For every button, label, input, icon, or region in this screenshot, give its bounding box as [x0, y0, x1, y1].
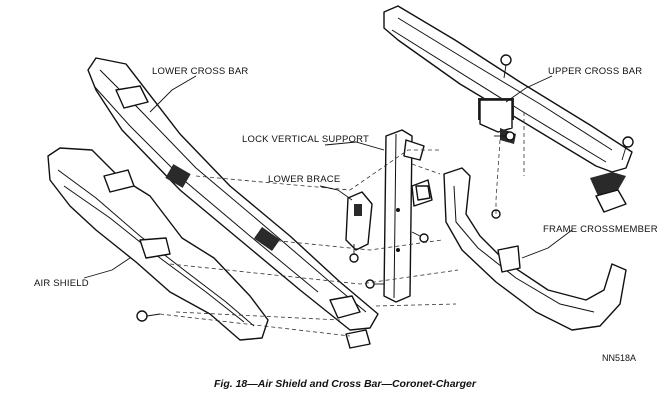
label-upper-cross-bar: UPPER CROSS BAR	[548, 66, 642, 77]
lower-brace	[345, 191, 373, 251]
label-frame-crossmember: FRAME CROSSMEMBER	[543, 224, 658, 235]
lower-cross-bar	[87, 57, 379, 331]
bolt-brace-icon	[349, 244, 359, 263]
leader-lines	[83, 75, 573, 279]
figure-caption: Fig. 18—Air Shield and Cross Bar—Coronet…	[214, 378, 477, 390]
clip-bottom-icon	[345, 329, 371, 349]
upper-cross-bar	[383, 5, 633, 213]
lock-vertical-support	[383, 129, 433, 303]
label-lower-cross-bar: LOWER CROSS BAR	[152, 66, 248, 77]
nut-support-icon	[415, 185, 431, 201]
air-shield	[47, 147, 269, 341]
bolt-upper-1-icon	[500, 54, 512, 79]
assembly-lines	[159, 112, 525, 337]
reference-code: NN518A	[602, 353, 636, 363]
bolt-center-icon	[411, 231, 429, 243]
label-lower-brace: LOWER BRACE	[268, 174, 340, 185]
label-lock-vertical-support: LOCK VERTICAL SUPPORT	[242, 134, 369, 145]
frame-crossmember	[443, 167, 627, 331]
bolt-vertical-1-icon	[494, 131, 515, 141]
bolt-upper-2-icon	[621, 136, 634, 161]
bolt-shield-icon	[136, 310, 161, 322]
label-air-shield: AIR SHIELD	[34, 278, 89, 289]
fasteners	[136, 54, 634, 349]
